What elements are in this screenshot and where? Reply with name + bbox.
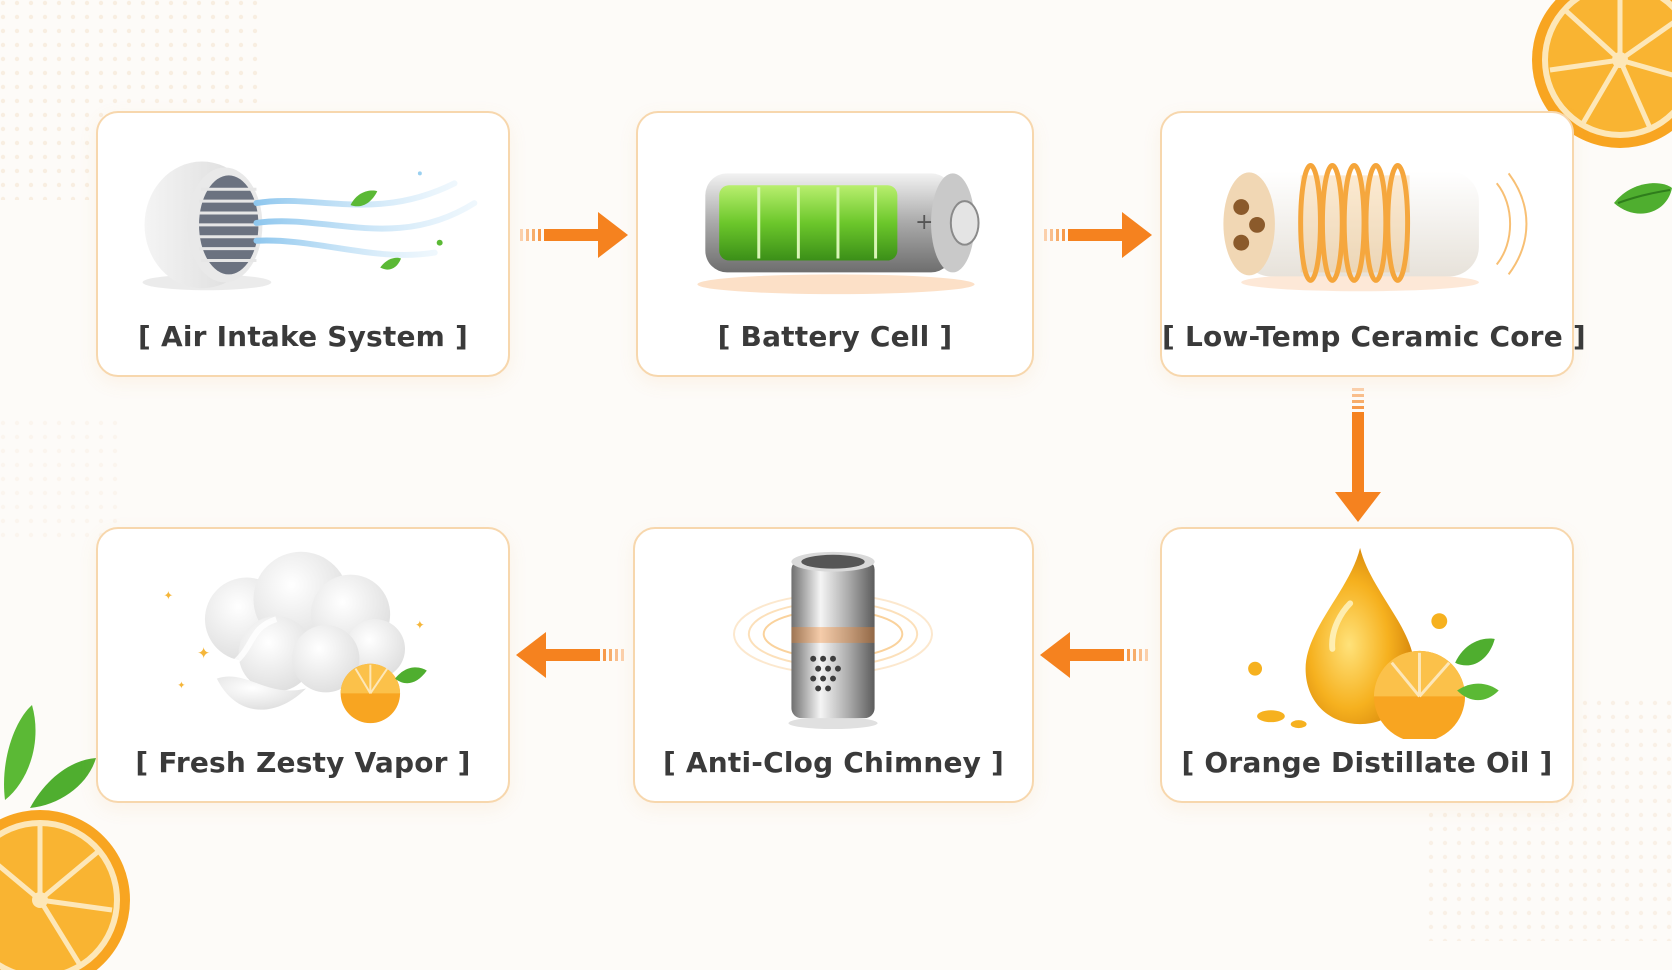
svg-text:✦: ✦ bbox=[197, 644, 210, 663]
vapor-cloud-icon: ✦ ✦ ✦ ✦ bbox=[163, 551, 427, 724]
arrow-down bbox=[1335, 388, 1381, 522]
step-card-orange-oil: [ Orange Distillate Oil ] bbox=[1160, 527, 1574, 803]
step-card-chimney: [ Anti-Clog Chimney ] bbox=[633, 527, 1034, 803]
svg-text:+: + bbox=[915, 210, 933, 235]
arrow-right-1 bbox=[520, 212, 628, 258]
leaves-bottom-left bbox=[4, 705, 96, 808]
step-label-air-intake: [ Air Intake System ] bbox=[138, 320, 468, 353]
battery-icon: + bbox=[697, 173, 980, 295]
step-label-chimney: [ Anti-Clog Chimney ] bbox=[662, 746, 1005, 779]
step-label-battery: [ Battery Cell ] bbox=[717, 320, 953, 353]
step-card-battery: + [ Battery Cell ] bbox=[636, 111, 1034, 377]
air-intake-icon bbox=[142, 161, 478, 291]
svg-text:✦: ✦ bbox=[415, 618, 425, 632]
orange-slice-bottom-left bbox=[0, 810, 130, 970]
step-label-vapor: [ Fresh Zesty Vapor ] bbox=[135, 746, 471, 779]
step-card-vapor: ✦ ✦ ✦ ✦ [ Fresh Zesty Vapor ] bbox=[96, 527, 510, 803]
svg-text:✦: ✦ bbox=[163, 588, 173, 602]
chimney-icon bbox=[733, 551, 933, 730]
ceramic-core-icon bbox=[1223, 162, 1528, 292]
arrow-left-2 bbox=[516, 632, 624, 678]
step-card-air-intake: [ Air Intake System ] bbox=[96, 111, 510, 377]
leaf-right bbox=[1614, 183, 1672, 214]
arrow-right-2 bbox=[1044, 212, 1152, 258]
step-label-ceramic-core: [ Low-Temp Ceramic Core ] bbox=[1162, 320, 1586, 353]
svg-text:✦: ✦ bbox=[177, 680, 185, 691]
step-label-orange-oil: [ Orange Distillate Oil ] bbox=[1181, 746, 1553, 779]
step-card-ceramic-core: [ Low-Temp Ceramic Core ] bbox=[1160, 111, 1586, 377]
arrow-left-1 bbox=[1040, 632, 1148, 678]
oil-drop-icon bbox=[1248, 547, 1499, 739]
